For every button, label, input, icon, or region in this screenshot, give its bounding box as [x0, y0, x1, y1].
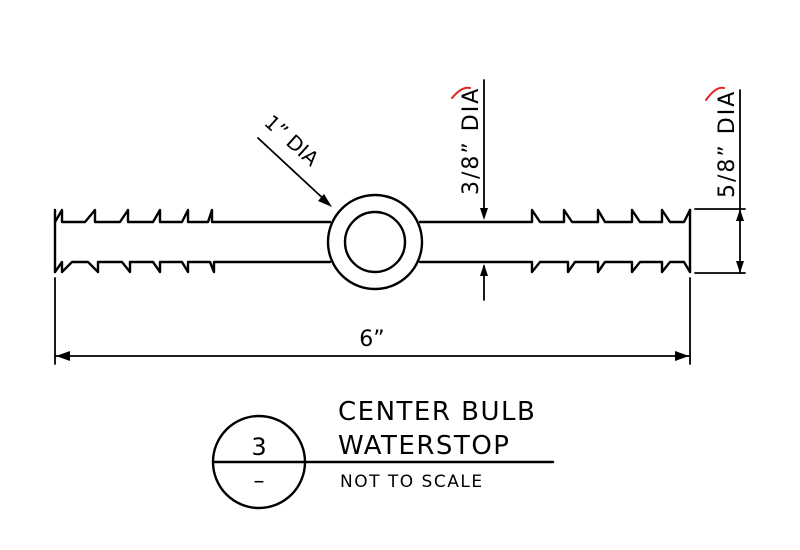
overall-arrow-left	[56, 351, 70, 361]
bulb-diameter-arrowhead	[318, 194, 332, 207]
detail-title-line-2: WATERSTOP	[338, 431, 510, 461]
sheet-reference: –	[254, 469, 265, 494]
height-label: 5/8” DIA	[715, 90, 740, 198]
center-bulb-inner-hole	[343, 210, 407, 274]
height-strike-mark	[705, 86, 725, 101]
thickness-strike-mark	[451, 86, 471, 99]
center-bulb-outer	[326, 193, 424, 291]
overall-arrow-right	[675, 351, 689, 361]
scale-note: NOT TO SCALE	[340, 472, 484, 492]
thickness-arrow-bottom	[480, 264, 488, 276]
thickness-label: 3/8” DIA	[459, 87, 484, 195]
bulb-diameter-leader	[257, 137, 329, 204]
waterstop-upper-outline	[53, 208, 332, 224]
waterstop-lower-outline	[53, 260, 332, 274]
height-arrow-bottom	[736, 261, 744, 273]
height-arrow-top	[736, 209, 744, 221]
waterstop-lower-outline-right	[418, 260, 692, 274]
detail-number: 3	[251, 433, 266, 461]
detail-title-line-1: CENTER BULB	[338, 397, 536, 427]
bulb-diameter-label: 1” DIA	[260, 110, 324, 171]
waterstop-upper-outline-right	[418, 208, 692, 224]
overall-width-label: 6”	[359, 327, 384, 352]
thickness-arrow-top	[480, 208, 488, 220]
